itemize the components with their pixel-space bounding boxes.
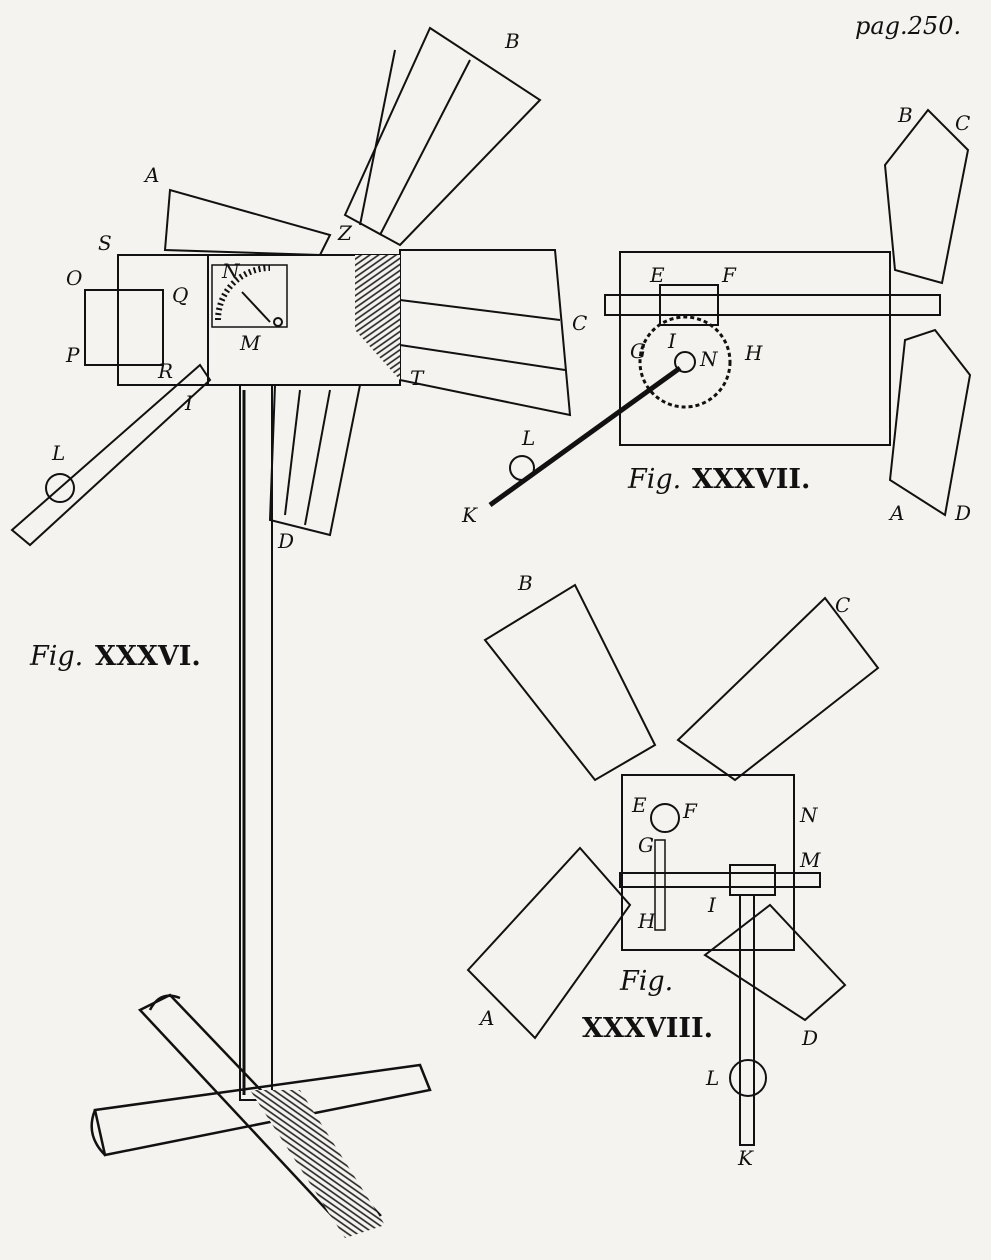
fig36-sail-c (399, 249, 572, 417)
fig36-label-l: L (51, 441, 65, 465)
fig36-sail-d (268, 384, 362, 537)
fig36-label-q: Q (172, 283, 188, 307)
fig36-label-p: P (65, 343, 80, 367)
fig36-post (239, 384, 273, 1101)
fig38-label-n: N (799, 803, 819, 827)
figure-38: B C A D E F G H N M I L K Fig. XXXVIII. (466, 571, 880, 1170)
fig38-caption-numeral: XXXVIII. (582, 1013, 713, 1044)
fig37-label-i: I (667, 329, 677, 353)
page-number: pag.250. (855, 12, 961, 40)
fig36-label-d: D (277, 529, 294, 553)
fig36-caption-numeral: XXXVI. (95, 641, 201, 672)
fig37-label-k: K (461, 503, 478, 527)
fig36-sail-a (163, 188, 332, 257)
fig38-label-h: H (637, 909, 656, 933)
fig36-label-m: M (239, 331, 261, 355)
fig36-label-t: T (410, 366, 425, 390)
fig37-label-c: C (955, 111, 970, 135)
fig38-label-e: E (631, 793, 647, 817)
fig38-label-c: C (835, 593, 850, 617)
figure-36: A B C D Z S O P Q N M R T I L Fig. XXXVI… (10, 26, 587, 1238)
fig37-label-a: A (888, 501, 904, 525)
fig37-label-e: E (649, 263, 665, 287)
fig36-label-n: N (221, 259, 241, 283)
fig36-base (90, 993, 432, 1238)
fig37-label-d: D (954, 501, 971, 525)
fig36-arm (10, 363, 212, 547)
fig36-label-z: Z (337, 221, 353, 245)
fig37-caption-numeral: XXXVII. (692, 464, 810, 495)
fig36-label-b: B (504, 29, 520, 53)
fig38-label-a: A (478, 1006, 494, 1030)
fig38-label-f: F (682, 799, 698, 823)
fig36-label-a: A (143, 163, 159, 187)
fig36-label-c: C (572, 311, 587, 335)
figure-37: B C A D E F I N G H L K Fig. XXXVII. (461, 103, 972, 527)
fig37-caption-word: Fig. (627, 464, 681, 495)
fig37-label-g: G (630, 339, 646, 363)
fig38-label-m: M (799, 848, 821, 872)
fig36-caption-word: Fig. (29, 641, 83, 672)
fig37-label-b: B (897, 103, 913, 127)
fig38-label-i: I (707, 893, 717, 917)
fig38-label-l: L (705, 1066, 719, 1090)
fig38-label-d: D (801, 1026, 818, 1050)
fig38-label-b: B (517, 571, 533, 595)
fig38-caption-word: Fig. (619, 966, 673, 997)
fig37-label-h: H (744, 341, 763, 365)
fig36-label-o: O (66, 266, 82, 290)
fig36-label-r: R (157, 359, 173, 383)
fig37-label-l: L (521, 426, 535, 450)
fig37-label-f: F (721, 263, 737, 287)
fig36-label-i: I (184, 391, 194, 415)
fig36-housing (84, 254, 401, 386)
fig37-label-n: N (699, 347, 719, 371)
fig38-label-k: K (737, 1146, 754, 1170)
fig36-sail-b (343, 26, 542, 247)
fig36-label-s: S (98, 231, 112, 255)
fig38-label-g: G (638, 833, 654, 857)
